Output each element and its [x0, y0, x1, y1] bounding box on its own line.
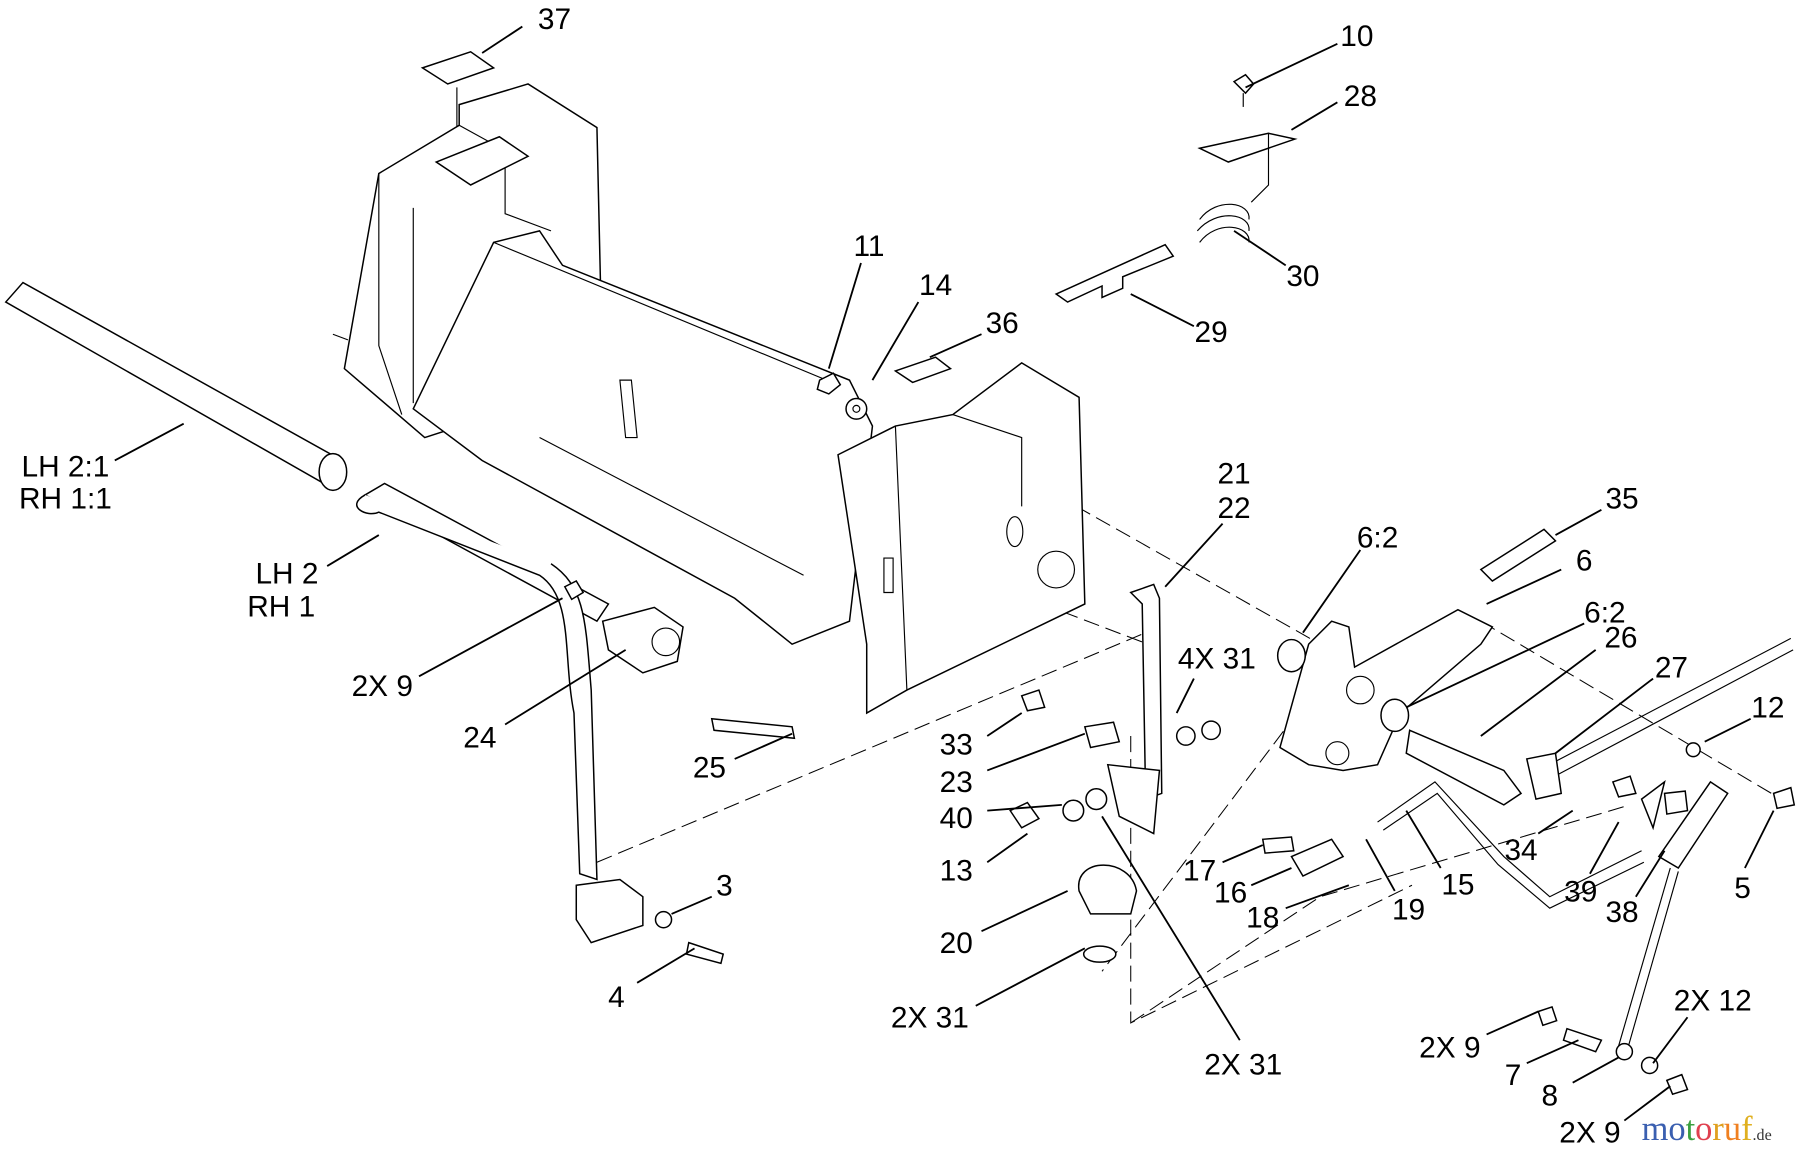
- callout-lh-2-1: LH 2:1: [21, 451, 109, 484]
- callout-12: 12: [1751, 692, 1784, 725]
- callout-15: 15: [1441, 868, 1474, 901]
- callout-2x-9: 2X 9: [352, 670, 413, 703]
- callout-40: 40: [940, 802, 973, 835]
- callout-23: 23: [940, 766, 973, 799]
- callout-4x-31: 4X 31: [1178, 642, 1256, 675]
- callout-38: 38: [1605, 896, 1638, 929]
- callout-30: 30: [1286, 260, 1319, 293]
- callout-24: 24: [463, 721, 496, 754]
- callout-36: 36: [986, 307, 1019, 340]
- part-drawings: [4, 50, 1796, 1096]
- callout-18: 18: [1246, 902, 1279, 935]
- callout-26: 26: [1604, 622, 1637, 655]
- callout-33: 33: [940, 728, 973, 761]
- callout-2x-31: 2X 31: [891, 1002, 969, 1035]
- callout-8: 8: [1541, 1080, 1558, 1113]
- callout-17: 17: [1183, 855, 1216, 888]
- callout-rh-1-1: RH 1:1: [19, 483, 112, 516]
- svg-text:motoruf.de: motoruf.de: [1642, 1110, 1772, 1148]
- callout-19: 19: [1392, 894, 1425, 927]
- callout-20: 20: [940, 927, 973, 960]
- callout-21: 21: [1217, 457, 1250, 490]
- callout-7: 7: [1505, 1059, 1522, 1092]
- bar-tube: [4, 281, 644, 944]
- callout-2x-9-c: 2X 9: [1559, 1116, 1620, 1149]
- callout-labels: 37 10 28 11 14 36 30 29 LH 2:1 RH 1:1 LH…: [19, 3, 1784, 1150]
- callout-29: 29: [1195, 316, 1228, 349]
- callout-22: 22: [1217, 492, 1250, 525]
- pivot-casting: [1276, 608, 1494, 772]
- callout-2x-9-b: 2X 9: [1419, 1031, 1480, 1064]
- callout-39: 39: [1564, 875, 1597, 908]
- motoruf-watermark-logo: motoruf.de: [1642, 1110, 1772, 1148]
- callout-10: 10: [1340, 20, 1373, 53]
- callout-25: 25: [693, 751, 726, 784]
- callout-16: 16: [1214, 876, 1247, 909]
- callout-2x-12: 2X 12: [1674, 984, 1752, 1017]
- callout-28: 28: [1344, 80, 1377, 113]
- callout-4: 4: [608, 981, 625, 1014]
- callout-3: 3: [716, 870, 733, 903]
- callout-13: 13: [940, 855, 973, 888]
- callout-37: 37: [538, 3, 571, 36]
- mounting-frame: [343, 83, 1086, 715]
- callout-6-2-b: 6:2: [1584, 596, 1625, 629]
- callout-34: 34: [1504, 834, 1537, 867]
- callout-6-2: 6:2: [1357, 522, 1398, 555]
- callout-2x-31-b: 2X 31: [1204, 1049, 1282, 1082]
- callout-6: 6: [1576, 545, 1593, 578]
- leader-lines: [114, 25, 1775, 1122]
- callout-35: 35: [1605, 483, 1638, 516]
- callout-lh-2: LH 2: [255, 557, 318, 590]
- callout-11: 11: [854, 230, 885, 263]
- callout-27: 27: [1655, 651, 1688, 684]
- callout-14: 14: [919, 269, 952, 302]
- callout-5: 5: [1734, 872, 1751, 905]
- callout-rh-1: RH 1: [247, 591, 315, 624]
